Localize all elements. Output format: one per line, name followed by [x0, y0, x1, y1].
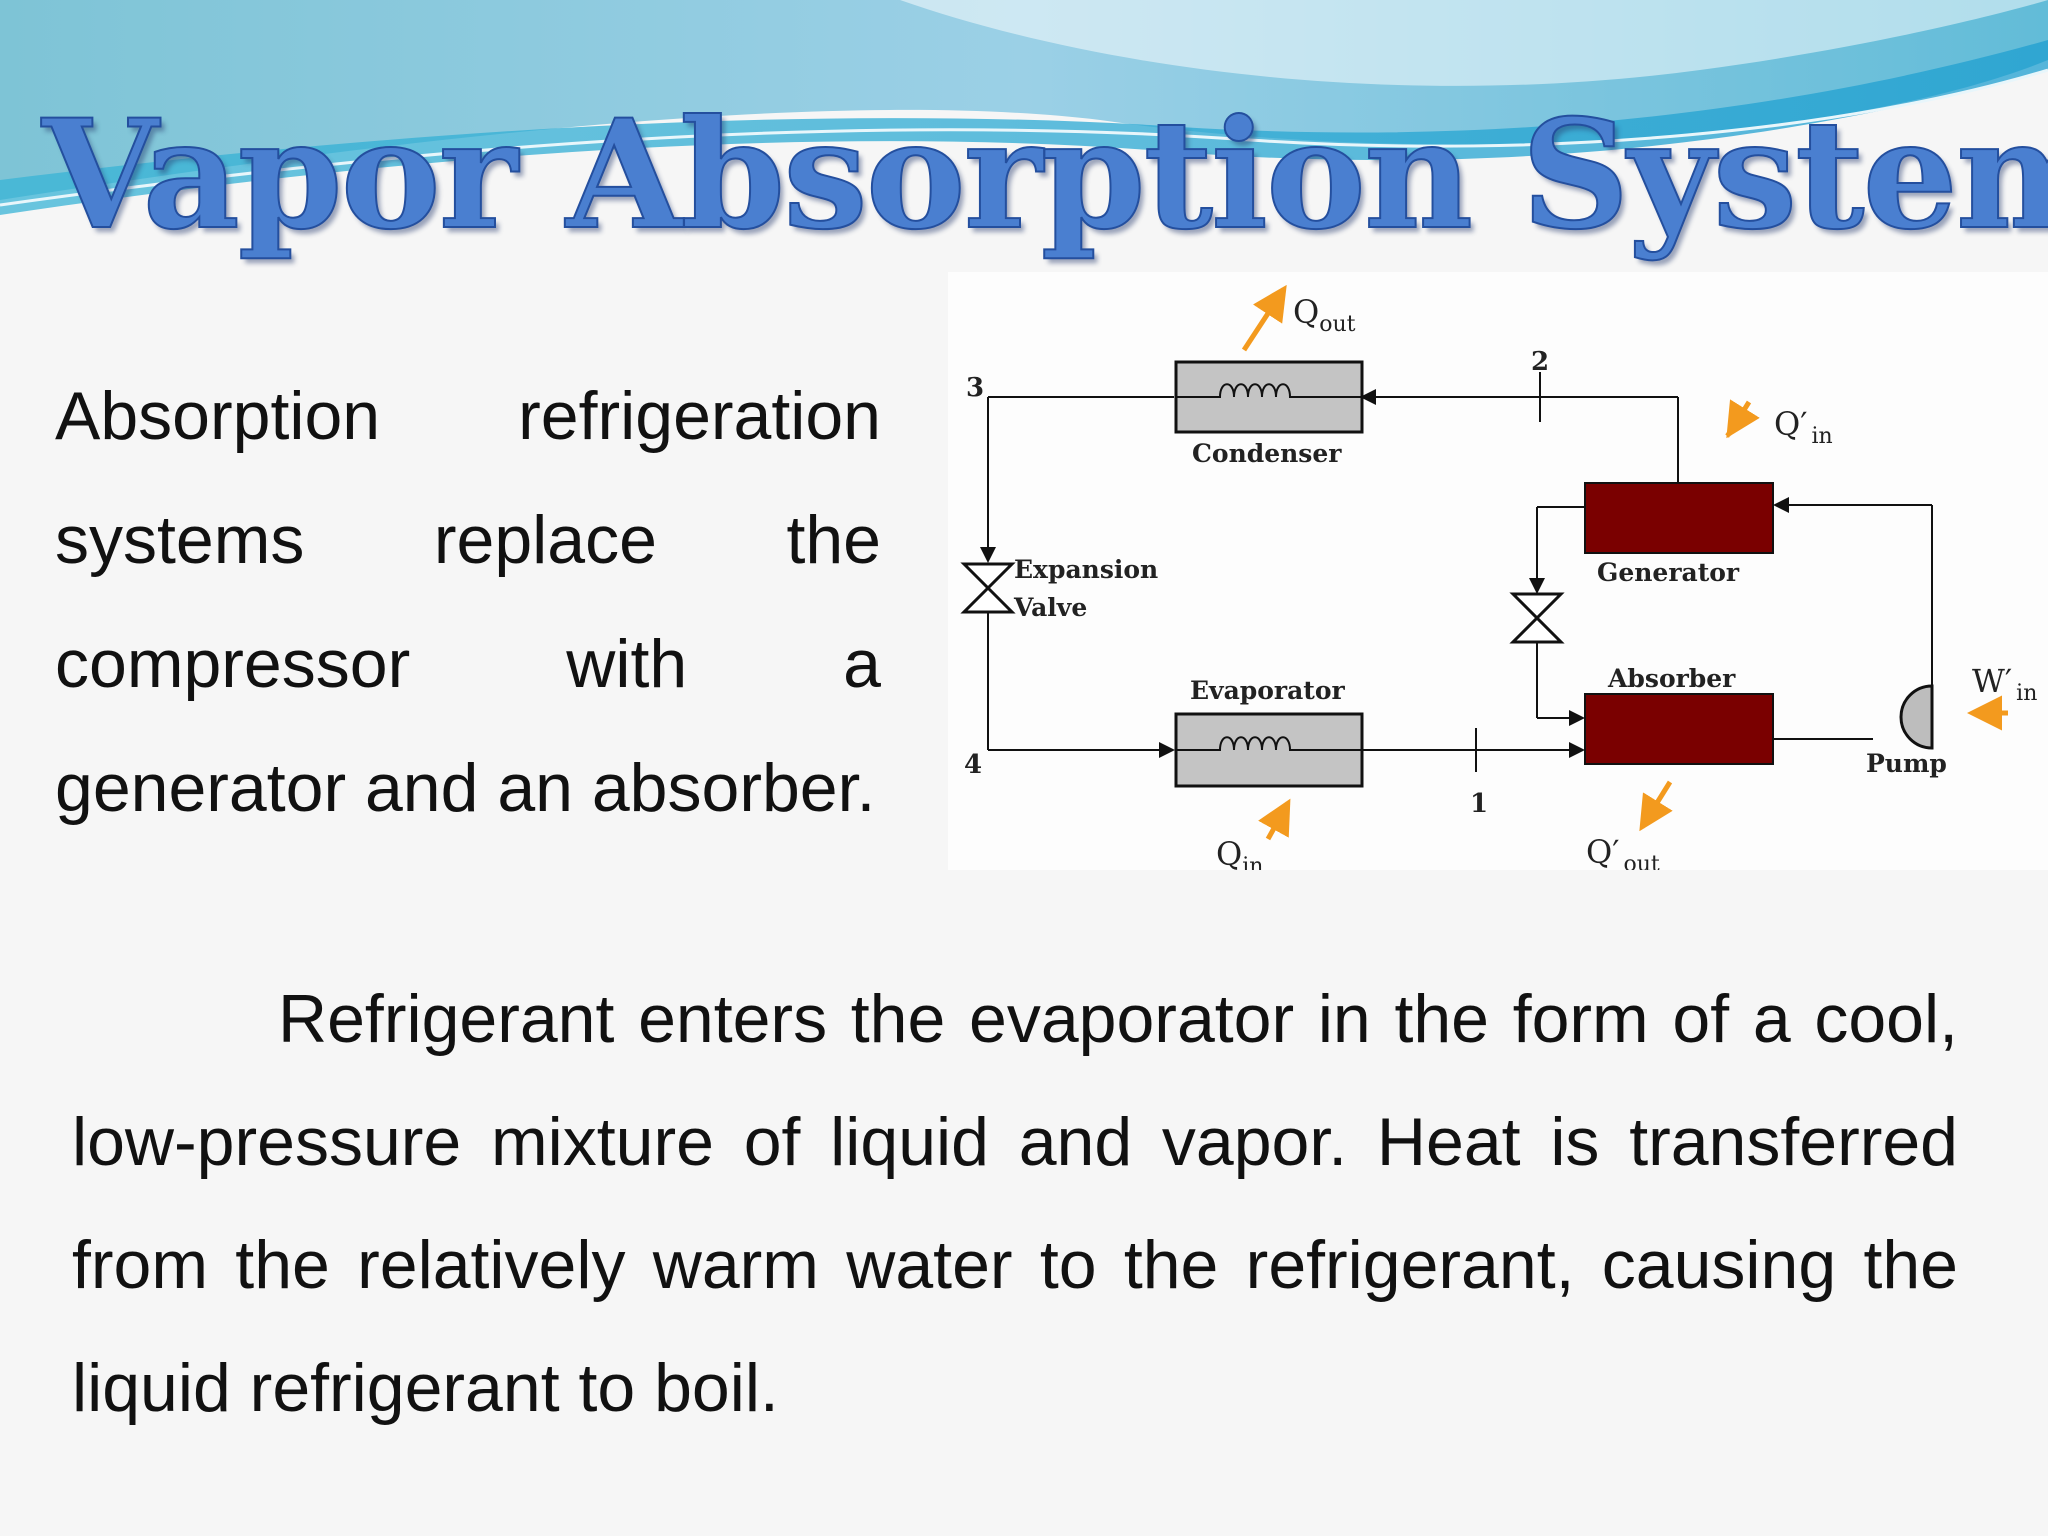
background-waves — [0, 0, 2048, 215]
q-in-arrow — [1258, 798, 1291, 841]
pump-label: Pump — [1866, 749, 1947, 778]
intro-paragraph: Absorption refrigeration systems replace… — [55, 378, 881, 826]
pump-icon — [1899, 684, 1934, 750]
q-out-label: Qout — [1293, 293, 1356, 337]
evaporator-paragraph: Refrigerant enters the evaporator in the… — [72, 981, 1958, 1426]
q-prime-in-label: Q′in — [1774, 405, 1833, 449]
slide-title: Vapor Absorption System — [41, 87, 2048, 263]
state-point-2-label: 2 — [1531, 347, 1549, 377]
absorption-cycle-diagram: Condenser Evaporator Generator Absorber … — [960, 284, 2037, 870]
expansion-valve-label-line2: Valve — [1013, 593, 1087, 622]
q-prime-in-arrow-head — [1725, 433, 1730, 438]
w-prime-in-label: W′in — [1972, 662, 2037, 706]
q-prime-out-arrow — [1639, 780, 1673, 832]
state-point-3-label: 3 — [966, 373, 984, 403]
condenser-coil-icon — [1176, 383, 1362, 398]
generator-box — [1584, 482, 1774, 554]
q-out-arrow — [1241, 284, 1287, 352]
q-prime-out-label: Q′out — [1586, 833, 1660, 870]
absorption-cycle-diagram-panel: Condenser Evaporator Generator Absorber … — [948, 272, 2048, 870]
evaporator-label: Evaporator — [1190, 676, 1346, 705]
expansion-valve-icon — [960, 562, 1016, 614]
q-prime-in-arrow-shaft — [1726, 399, 1760, 439]
condenser-label: Condenser — [1192, 439, 1342, 468]
solution-valve-icon — [1509, 592, 1565, 644]
expansion-valve-label-line1: Expansion — [1014, 555, 1158, 584]
evaporator-coil-icon — [1176, 736, 1362, 751]
state-point-1-label: 1 — [1470, 789, 1488, 819]
generator-label: Generator — [1597, 558, 1740, 587]
state-point-4-label: 4 — [964, 750, 982, 780]
q-in-label: Qin — [1216, 835, 1263, 870]
absorber-box — [1584, 693, 1774, 765]
absorber-label: Absorber — [1607, 664, 1736, 693]
